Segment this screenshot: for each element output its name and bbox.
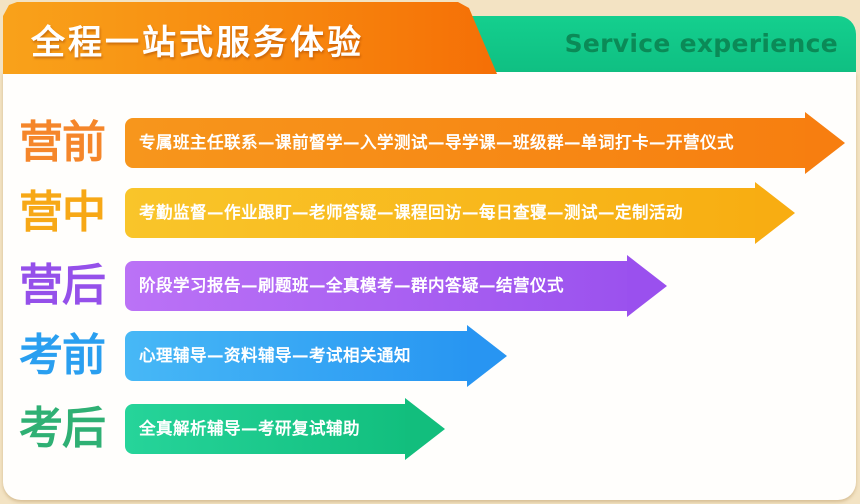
stage-description: 全真解析辅导—考研复试辅助 (139, 419, 360, 438)
arrow-head-icon (805, 112, 845, 174)
arrow-head-icon (755, 182, 795, 244)
stage-label: 考后 (19, 403, 106, 454)
stage-label: 营中 (19, 187, 106, 238)
stage-description: 心理辅导—资料辅导—考试相关通知 (139, 346, 411, 365)
arrow-head-icon (627, 255, 667, 317)
content-card: 营前 专属班主任联系—课前督学—入学测试—导学课—班级群—单词打卡—开营仪式 营… (3, 72, 856, 500)
stage-description: 阶段学习报告—刷题班—全真模考—群内答疑—结营仪式 (139, 276, 564, 295)
title-tab: 全程一站式服务体验 (3, 2, 497, 74)
arrow-head-icon (405, 398, 445, 460)
stage-description: 专属班主任联系—课前督学—入学测试—导学课—班级群—单词打卡—开营仪式 (139, 133, 734, 152)
arrow-head-icon (467, 325, 507, 387)
stage-description: 考勤监督—作业跟盯—老师答疑—课程回访—每日查寝—测试—定制活动 (139, 203, 683, 222)
stage-label: 营后 (19, 260, 106, 311)
subtitle-tab: Service experience (450, 16, 856, 74)
page-title: 全程一站式服务体验 (31, 23, 364, 63)
subtitle-en: Service experience (564, 29, 838, 58)
stage-label: 营前 (19, 117, 106, 168)
stage-label: 考前 (19, 330, 106, 381)
